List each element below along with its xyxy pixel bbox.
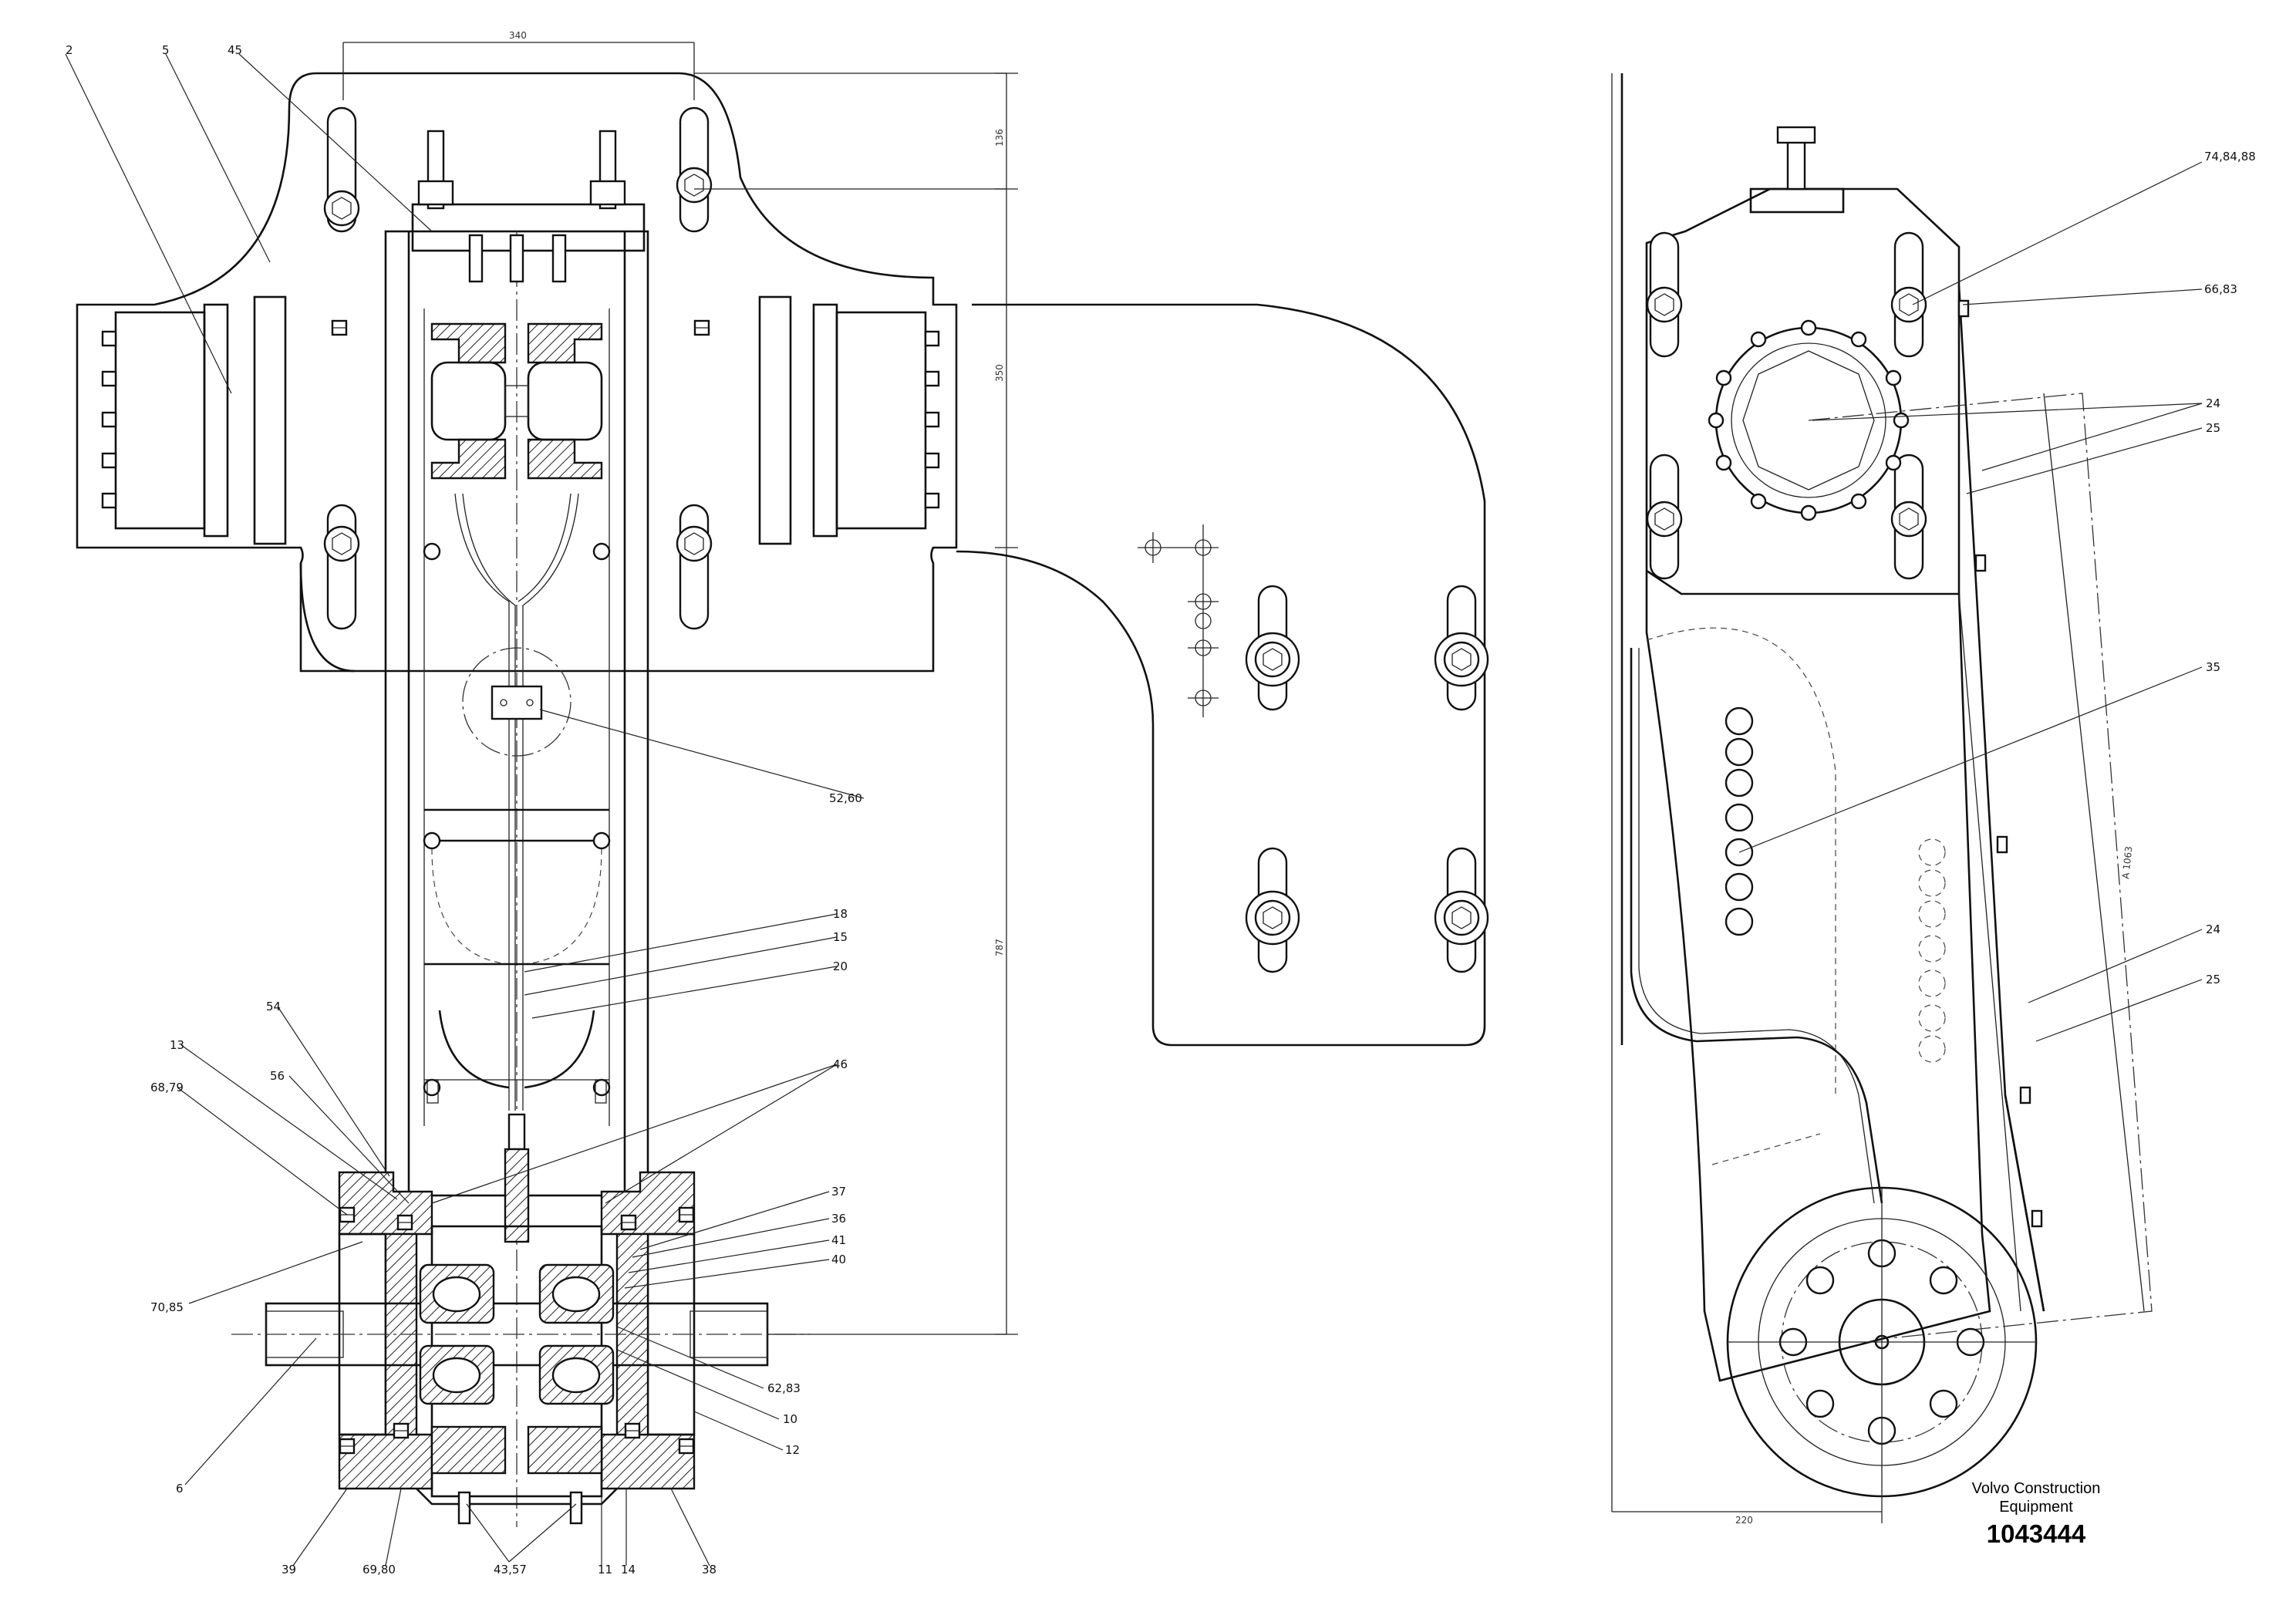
callout-62-83: 62,83 [767, 1381, 801, 1395]
callout-18: 18 [833, 907, 848, 921]
title-block: Volvo Construction Equipment 1043444 [1936, 1479, 2136, 1549]
callout-39: 39 [282, 1563, 296, 1576]
dim-right-2: 350 [994, 364, 1005, 382]
callout-12: 12 [785, 1443, 800, 1457]
callout-69-80: 69,80 [362, 1563, 396, 1576]
callout-40: 40 [831, 1253, 846, 1266]
dimension-labels: 340 136 350 787 220 A 1063 [509, 30, 2134, 1526]
callout-14: 14 [621, 1563, 636, 1576]
callout-25-top: 25 [2206, 421, 2220, 435]
callout-37: 37 [831, 1185, 846, 1199]
callout-10: 10 [783, 1412, 797, 1426]
dim-right-3: 787 [994, 939, 1005, 956]
callout-6: 6 [176, 1482, 184, 1496]
callout-labels: 2 5 45 52,60 18 15 20 46 54 13 56 68,79 … [66, 43, 2256, 1576]
dim-top: 340 [509, 30, 527, 41]
callout-45: 45 [228, 43, 242, 57]
callout-74-84-88: 74,84,88 [2204, 150, 2256, 164]
callout-56: 56 [270, 1069, 285, 1083]
callout-11: 11 [598, 1563, 612, 1576]
callout-13: 13 [170, 1038, 184, 1052]
callout-43-57: 43,57 [494, 1563, 527, 1576]
callout-24-top: 24 [2206, 396, 2220, 410]
callout-2: 2 [66, 43, 73, 57]
callout-46: 46 [833, 1057, 848, 1071]
callout-36: 36 [831, 1212, 846, 1226]
dim-right-1: 136 [994, 129, 1005, 147]
left-view [76, 42, 1018, 1527]
callout-41: 41 [831, 1233, 846, 1247]
dim-side-bottom: 220 [1735, 1515, 1753, 1526]
left-motor [101, 295, 287, 545]
callout-20: 20 [833, 959, 848, 973]
leader-lines [65, 53, 2203, 1566]
callout-68-79: 68,79 [150, 1081, 184, 1094]
callout-25-bottom: 25 [2206, 973, 2220, 986]
callout-38: 38 [702, 1563, 716, 1576]
right-motor [758, 295, 940, 545]
hub-housing [231, 1171, 810, 1525]
mount-plate-outline [76, 72, 958, 673]
callout-54: 54 [266, 1000, 281, 1013]
part-number: 1043444 [1986, 1519, 2086, 1548]
callout-70-85: 70,85 [150, 1300, 184, 1314]
callout-15: 15 [833, 930, 848, 944]
right-view [1611, 73, 2153, 1523]
middle-view [956, 303, 1489, 1047]
callout-24-bottom: 24 [2206, 922, 2220, 936]
callout-52-60: 52,60 [829, 791, 862, 805]
callout-5: 5 [162, 43, 170, 57]
callout-35: 35 [2206, 660, 2220, 674]
company-name: Volvo Construction Equipment [1971, 1480, 2101, 1516]
callout-66-83: 66,83 [2204, 282, 2237, 296]
dim-side-diag: A 1063 [2120, 846, 2134, 880]
